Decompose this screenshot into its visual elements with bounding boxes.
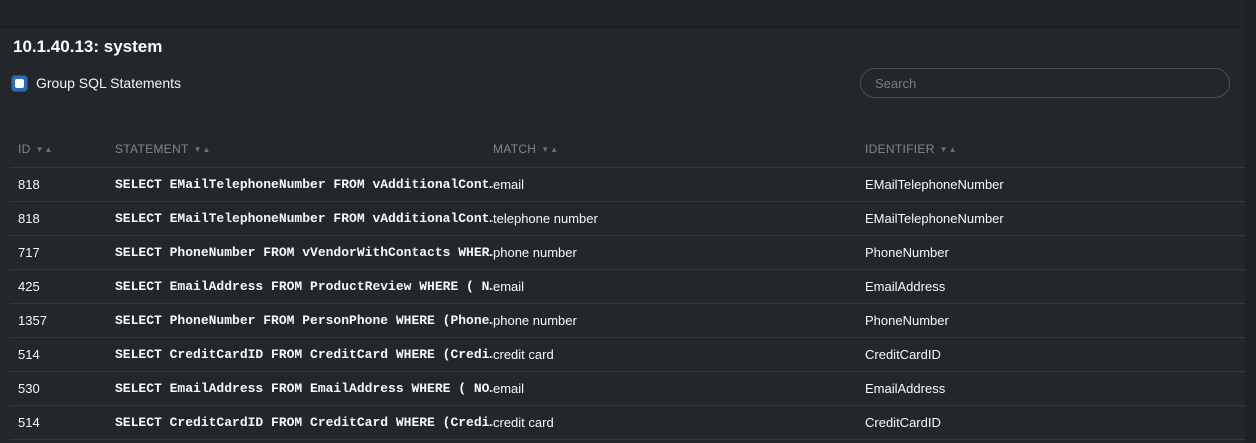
table-row[interactable]: 1357 SELECT PhoneNumber FROM PersonPhone… — [10, 303, 1245, 338]
sort-asc-icon: ▲ — [550, 144, 560, 154]
cell-identifier: EMailTelephoneNumber — [865, 201, 1245, 236]
page-title: 10.1.40.13: system — [13, 37, 163, 56]
sql-statements-table: ID▼▲ STATEMENT▼▲ MATCH▼▲ IDENTIFIER▼▲ 81… — [10, 131, 1245, 440]
cell-identifier: EmailAddress — [865, 371, 1245, 406]
cell-match: phone number — [493, 303, 865, 338]
cell-statement: SELECT PhoneNumber FROM PersonPhone WHER… — [115, 303, 493, 338]
table-row[interactable]: 717 SELECT PhoneNumber FROM vVendorWithC… — [10, 235, 1245, 270]
cell-id: 1357 — [10, 303, 115, 338]
cell-statement: SELECT EMailTelephoneNumber FROM vAdditi… — [115, 201, 493, 236]
table-header-row: ID▼▲ STATEMENT▼▲ MATCH▼▲ IDENTIFIER▼▲ — [10, 131, 1245, 168]
cell-statement: SELECT EmailAddress FROM EmailAddress WH… — [115, 371, 493, 406]
column-header-match[interactable]: MATCH ▼▲ — [493, 131, 865, 168]
cell-match: email — [493, 269, 865, 304]
cell-statement: SELECT EmailAddress FROM ProductReview W… — [115, 269, 493, 304]
cell-identifier: CreditCardID — [865, 405, 1245, 440]
column-header-label: ID — [18, 141, 31, 156]
cell-id: 717 — [10, 235, 115, 270]
cell-id: 818 — [10, 201, 115, 236]
cell-match: email — [493, 371, 865, 406]
sort-icons[interactable]: ▼▲ — [194, 145, 212, 154]
top-bar — [0, 0, 1256, 28]
group-sql-checkbox[interactable] — [11, 74, 28, 92]
column-header-label: STATEMENT — [115, 141, 189, 156]
cell-identifier: CreditCardID — [865, 337, 1245, 372]
table-row[interactable]: 514 SELECT CreditCardID FROM CreditCard … — [10, 337, 1245, 372]
cell-id: 514 — [10, 405, 115, 440]
column-header-label: IDENTIFIER — [865, 141, 935, 156]
scrollbar-gutter — [1245, 0, 1256, 443]
cell-match: phone number — [493, 235, 865, 270]
sort-icons[interactable]: ▼▲ — [36, 145, 54, 154]
cell-statement: SELECT CreditCardID FROM CreditCard WHER… — [115, 337, 493, 372]
controls-row: Group SQL Statements — [11, 68, 1230, 98]
table-row[interactable]: 514 SELECT CreditCardID FROM CreditCard … — [10, 405, 1245, 440]
cell-match: email — [493, 167, 865, 202]
sort-asc-icon: ▲ — [948, 144, 958, 154]
column-header-identifier[interactable]: IDENTIFIER ▼▲ — [865, 131, 1245, 168]
cell-id: 818 — [10, 167, 115, 202]
group-sql-checkbox-group[interactable]: Group SQL Statements — [11, 74, 181, 92]
sort-desc-icon: ▼ — [541, 144, 551, 154]
main-content: 10.1.40.13: system Group SQL Statements … — [0, 35, 1256, 440]
sort-icons[interactable]: ▼▲ — [541, 145, 559, 154]
search-input[interactable] — [860, 68, 1230, 98]
cell-id: 514 — [10, 337, 115, 372]
sort-desc-icon: ▼ — [193, 144, 203, 154]
sort-desc-icon: ▼ — [35, 144, 45, 154]
column-header-id[interactable]: ID ▼▲ — [10, 131, 115, 168]
table-row[interactable]: 425 SELECT EmailAddress FROM ProductRevi… — [10, 269, 1245, 304]
cell-identifier: PhoneNumber — [865, 235, 1245, 270]
sort-asc-icon: ▲ — [202, 144, 212, 154]
table-row[interactable]: 818 SELECT EMailTelephoneNumber FROM vAd… — [10, 167, 1245, 202]
cell-match: credit card — [493, 405, 865, 440]
cell-id: 530 — [10, 371, 115, 406]
cell-match: credit card — [493, 337, 865, 372]
cell-statement: SELECT CreditCardID FROM CreditCard WHER… — [115, 405, 493, 440]
column-header-statement[interactable]: STATEMENT ▼▲ — [115, 131, 493, 168]
column-header-label: MATCH — [493, 141, 537, 156]
sort-icons[interactable]: ▼▲ — [940, 145, 958, 154]
cell-match: telephone number — [493, 201, 865, 236]
group-sql-checkbox-label: Group SQL Statements — [36, 75, 181, 91]
cell-identifier: EmailAddress — [865, 269, 1245, 304]
table-row[interactable]: 818 SELECT EMailTelephoneNumber FROM vAd… — [10, 201, 1245, 236]
sort-asc-icon: ▲ — [44, 144, 54, 154]
cell-statement: SELECT PhoneNumber FROM vVendorWithConta… — [115, 235, 493, 270]
cell-statement: SELECT EMailTelephoneNumber FROM vAdditi… — [115, 167, 493, 202]
cell-identifier: PhoneNumber — [865, 303, 1245, 338]
cell-identifier: EMailTelephoneNumber — [865, 167, 1245, 202]
table-row[interactable]: 530 SELECT EmailAddress FROM EmailAddres… — [10, 371, 1245, 406]
cell-id: 425 — [10, 269, 115, 304]
sort-desc-icon: ▼ — [939, 144, 949, 154]
checkbox-inner — [15, 78, 24, 88]
